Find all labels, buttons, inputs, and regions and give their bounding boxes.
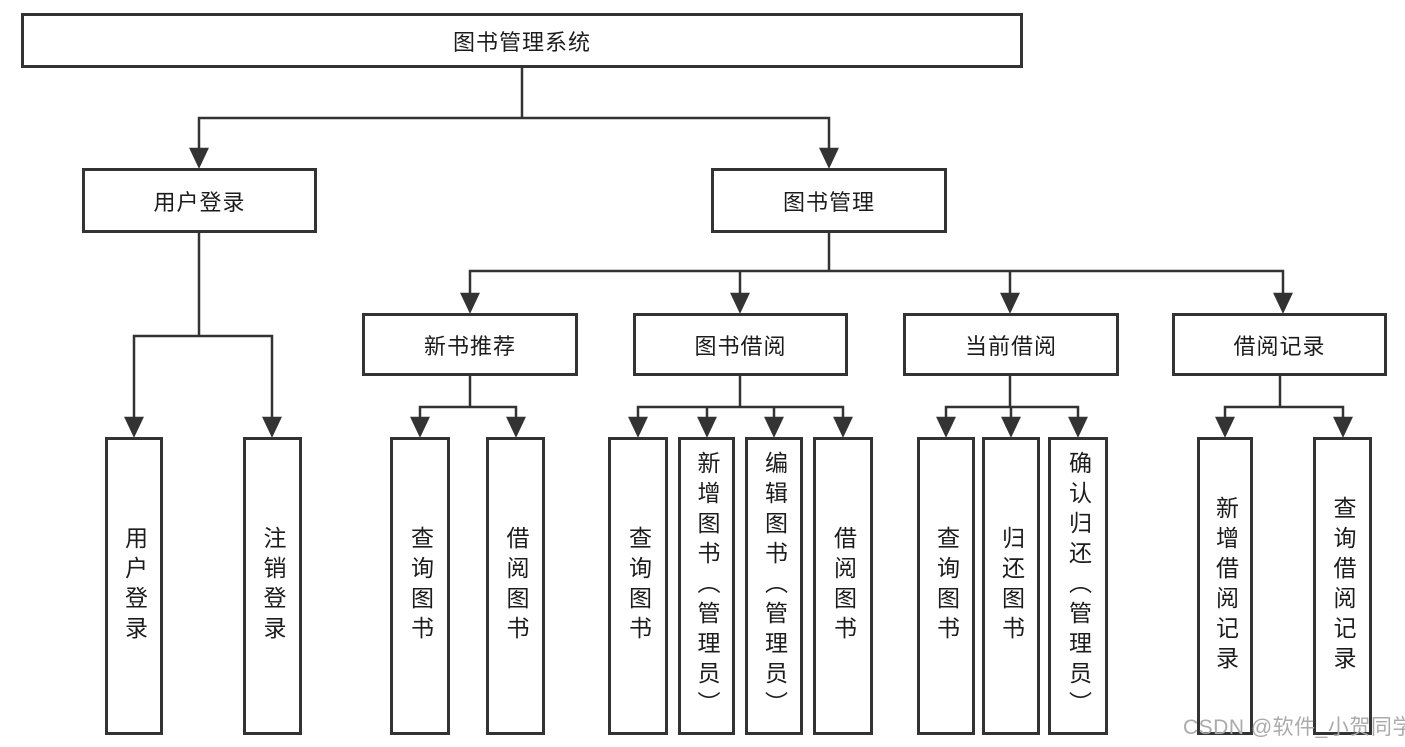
node-label: 查询图书 <box>407 526 434 646</box>
csdn-watermark: CSDN @软件_小贺同学 <box>1183 716 1405 739</box>
node-label: 用户登录 <box>153 189 246 215</box>
leaf-add-borrow-record: 新增借阅记录 <box>1197 437 1253 735</box>
leaf-confirm-return-admin: 确认归还（管理员） <box>1048 437 1108 735</box>
node-label: 查询图书 <box>625 526 652 646</box>
connector-newbook-to-leaves <box>410 376 526 438</box>
connector-currentborrow-to-leaves <box>936 376 1088 438</box>
leaf-query-books-current: 查询图书 <box>917 437 975 735</box>
leaf-query-books-recommend: 查询图书 <box>390 437 450 735</box>
connector-root-to-level2 <box>189 68 839 169</box>
connector-bookborrow-to-leaves <box>628 376 853 438</box>
node-new-book-recommend: 新书推荐 <box>362 313 578 376</box>
node-user-login: 用户登录 <box>82 168 317 233</box>
node-label: 归还图书 <box>998 526 1025 646</box>
leaf-query-borrow-record: 查询借阅记录 <box>1313 437 1372 735</box>
node-label: 新增图书（管理员） <box>694 451 720 721</box>
leaf-user-login: 用户登录 <box>105 437 163 735</box>
leaf-add-books-admin: 新增图书（管理员） <box>678 437 735 735</box>
leaf-logout: 注销登录 <box>243 437 302 735</box>
node-label: 借阅记录 <box>1233 333 1326 359</box>
node-label: 新增借阅记录 <box>1212 496 1239 676</box>
node-label: 当前借阅 <box>964 333 1057 359</box>
connector-userlogin-to-leaves <box>124 233 282 438</box>
leaf-edit-books-admin: 编辑图书（管理员） <box>745 437 803 735</box>
node-book-borrow: 图书借阅 <box>633 313 848 376</box>
node-label: 查询图书 <box>933 526 960 646</box>
connector-bookmgmt-to-level3 <box>460 233 1293 314</box>
node-label: 图书管理 <box>782 189 875 215</box>
node-current-borrow: 当前借阅 <box>903 313 1119 376</box>
node-label: 图书借阅 <box>694 333 787 359</box>
node-root-system: 图书管理系统 <box>21 13 1023 68</box>
node-borrow-records: 借阅记录 <box>1172 313 1387 376</box>
connector-records-to-leaves <box>1215 376 1353 438</box>
node-book-management: 图书管理 <box>711 168 947 233</box>
node-label: 图书管理系统 <box>452 29 591 55</box>
leaf-borrow-books: 借阅图书 <box>813 437 873 735</box>
node-label: 用户登录 <box>121 526 148 646</box>
node-label: 确认归还（管理员） <box>1065 451 1092 721</box>
node-label: 编辑图书（管理员） <box>761 451 788 721</box>
node-label: 注销登录 <box>260 526 286 646</box>
node-label: 借阅图书 <box>830 526 857 646</box>
node-label: 新书推荐 <box>423 333 516 359</box>
leaf-query-books-borrow: 查询图书 <box>608 437 668 735</box>
leaf-return-books: 归还图书 <box>982 437 1040 735</box>
node-label: 查询借阅记录 <box>1330 496 1356 676</box>
leaf-borrow-books-recommend: 借阅图书 <box>486 437 545 735</box>
node-label: 借阅图书 <box>503 526 529 646</box>
